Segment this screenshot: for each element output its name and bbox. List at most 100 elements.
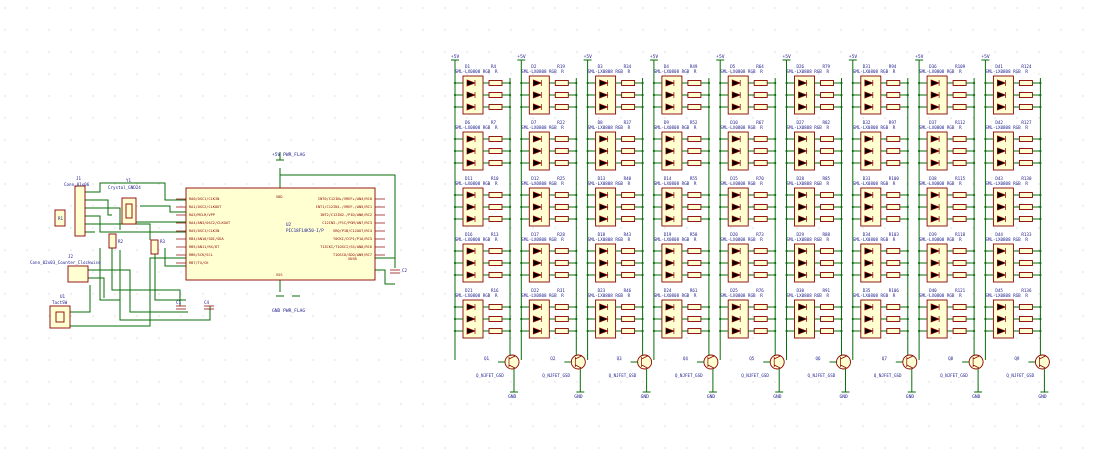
- junction-dot: [453, 149, 457, 153]
- grid-dot: [92, 293, 94, 295]
- junction-dot: [520, 149, 523, 153]
- junction-dot: [906, 217, 909, 221]
- grid-dot: [312, 425, 314, 427]
- grid-dot: [268, 7, 270, 9]
- resistor: [952, 304, 967, 310]
- junction-dot: [575, 149, 578, 153]
- resistor-ref: R73: [756, 232, 764, 237]
- diode-symbol: [665, 203, 675, 211]
- grid-dot: [972, 7, 974, 9]
- junction-dot: [984, 81, 987, 85]
- diode-symbol: [930, 91, 941, 99]
- led-value: SML-LX0808 RGB: [787, 181, 823, 186]
- led-value: SML-LX0808 RGB: [787, 293, 823, 298]
- diode-symbol: [665, 147, 675, 155]
- resistor: [952, 148, 967, 154]
- grid-dot: [950, 183, 952, 185]
- grid-dot: [4, 73, 6, 75]
- connector-j2-ref: J2: [68, 254, 74, 259]
- grid-dot: [532, 447, 534, 449]
- grid-dot: [752, 271, 754, 273]
- grid-dot: [48, 73, 50, 75]
- grid-dot: [4, 293, 6, 295]
- resistor: [753, 304, 768, 310]
- grid-dot: [972, 117, 974, 119]
- resistor: [753, 328, 768, 334]
- grid-dot: [1038, 95, 1040, 97]
- diode-symbol: [798, 215, 808, 223]
- junction-dot: [508, 193, 512, 197]
- diode-symbol: [997, 191, 1007, 199]
- junction-dot: [785, 329, 788, 333]
- diode-symbol: [930, 147, 941, 155]
- grid-dot: [862, 447, 864, 449]
- junction-dot: [785, 273, 788, 277]
- grid-dot: [246, 359, 248, 361]
- grid-dot: [334, 315, 336, 317]
- diode-symbol: [599, 247, 609, 255]
- grid-dot: [1016, 183, 1018, 185]
- junction-dot: [851, 81, 854, 85]
- led-value: SML-LX0808 RGB: [654, 237, 690, 242]
- switch-u1-value: TactSW: [52, 300, 68, 305]
- grid-dot: [1038, 7, 1040, 9]
- grid-dot: [444, 315, 446, 317]
- power-symbol: [451, 59, 459, 66]
- junction-dot: [984, 261, 987, 265]
- junction-dot: [719, 161, 722, 165]
- junction-dot: [453, 105, 457, 109]
- grid-dot: [620, 117, 622, 119]
- grid-dot: [532, 227, 534, 229]
- grid-dot: [246, 51, 248, 53]
- grid-dot: [1038, 381, 1040, 383]
- grid-dot: [70, 381, 72, 383]
- grid-dot: [730, 73, 732, 75]
- resistor: [886, 204, 901, 210]
- grid-dot: [114, 161, 116, 163]
- grid-dot: [598, 403, 600, 405]
- led-value: SML-LX0808 RGB: [853, 125, 889, 130]
- junction-dot: [641, 137, 644, 141]
- grid-dot: [862, 227, 864, 229]
- grid-dot: [180, 161, 182, 163]
- diode-symbol: [466, 91, 476, 99]
- grid-dot: [246, 117, 248, 119]
- grid-dot: [1082, 205, 1084, 207]
- junction-dot: [520, 93, 523, 97]
- junction-dot: [973, 193, 976, 197]
- led-ref: D42: [995, 120, 1003, 125]
- grid-dot: [136, 249, 138, 251]
- grid-dot: [774, 51, 776, 53]
- grid-dot: [686, 29, 688, 31]
- grid-dot: [290, 95, 292, 97]
- grid-dot: [1060, 117, 1062, 119]
- grid-dot: [70, 293, 72, 295]
- grid-dot: [818, 425, 820, 427]
- grid-dot: [488, 227, 490, 229]
- junction-dot: [1039, 137, 1042, 141]
- junction-dot: [453, 137, 457, 141]
- junction-dot: [453, 305, 457, 309]
- grid-dot: [136, 73, 138, 75]
- led-ref: D43: [995, 176, 1003, 181]
- grid-dot: [1060, 95, 1062, 97]
- transistor-ref: Q9: [1014, 356, 1020, 361]
- grid-dot: [92, 403, 94, 405]
- grid-dot: [444, 161, 446, 163]
- grid-dot: [114, 271, 116, 273]
- grid-dot: [180, 425, 182, 427]
- grid-dot: [1060, 73, 1062, 75]
- grid-dot: [972, 403, 974, 405]
- grid-dot: [356, 183, 358, 185]
- grid-dot: [466, 425, 468, 427]
- resistor: [554, 328, 569, 334]
